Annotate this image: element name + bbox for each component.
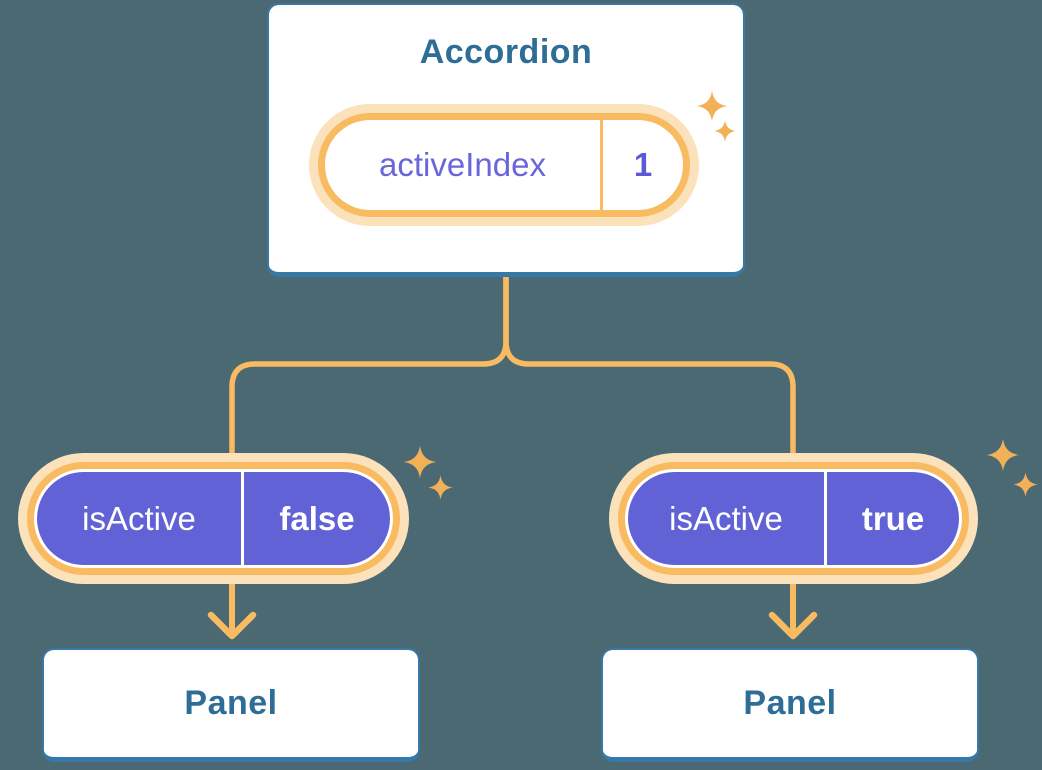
prop-pill-value: true (861, 499, 925, 537)
state-pill-ring: activeIndex 1 (318, 113, 690, 217)
sparkle-icon (403, 445, 437, 479)
arrow-left-head-icon (207, 611, 257, 640)
sparkle-icon (714, 120, 736, 142)
state-pill-divider (600, 120, 603, 210)
prop-pill-divider (241, 472, 244, 565)
prop-pill-left-ring: isActive false (27, 462, 400, 575)
sparkle-icon (1013, 472, 1038, 497)
connector-right-branch (503, 274, 796, 503)
prop-pill-left: isActive false (18, 453, 409, 584)
panel-card-left: Panel (42, 648, 420, 762)
prop-pill-divider (824, 472, 827, 565)
accordion-card: Accordion activeIndex 1 (267, 3, 745, 277)
sparkle-icon (696, 90, 728, 122)
sparkle-icon (428, 475, 453, 500)
prop-pill-label: isActive (82, 499, 196, 537)
arrow-right-head-icon (768, 611, 818, 640)
prop-pill-label: isActive (669, 499, 783, 537)
panel-card-right: Panel (601, 648, 979, 762)
sparkle-icon (986, 438, 1020, 472)
panel-title: Panel (743, 684, 837, 722)
prop-pill-right-ring: isActive true (618, 462, 969, 575)
panel-title: Panel (184, 684, 278, 722)
prop-pill-value: false (279, 499, 355, 537)
state-pill-value: 1 (633, 146, 653, 183)
state-pill-label: activeIndex (379, 146, 546, 183)
accordion-title: Accordion (419, 33, 593, 71)
state-pill: activeIndex 1 (309, 104, 699, 226)
prop-pill-right: isActive true (609, 453, 978, 584)
